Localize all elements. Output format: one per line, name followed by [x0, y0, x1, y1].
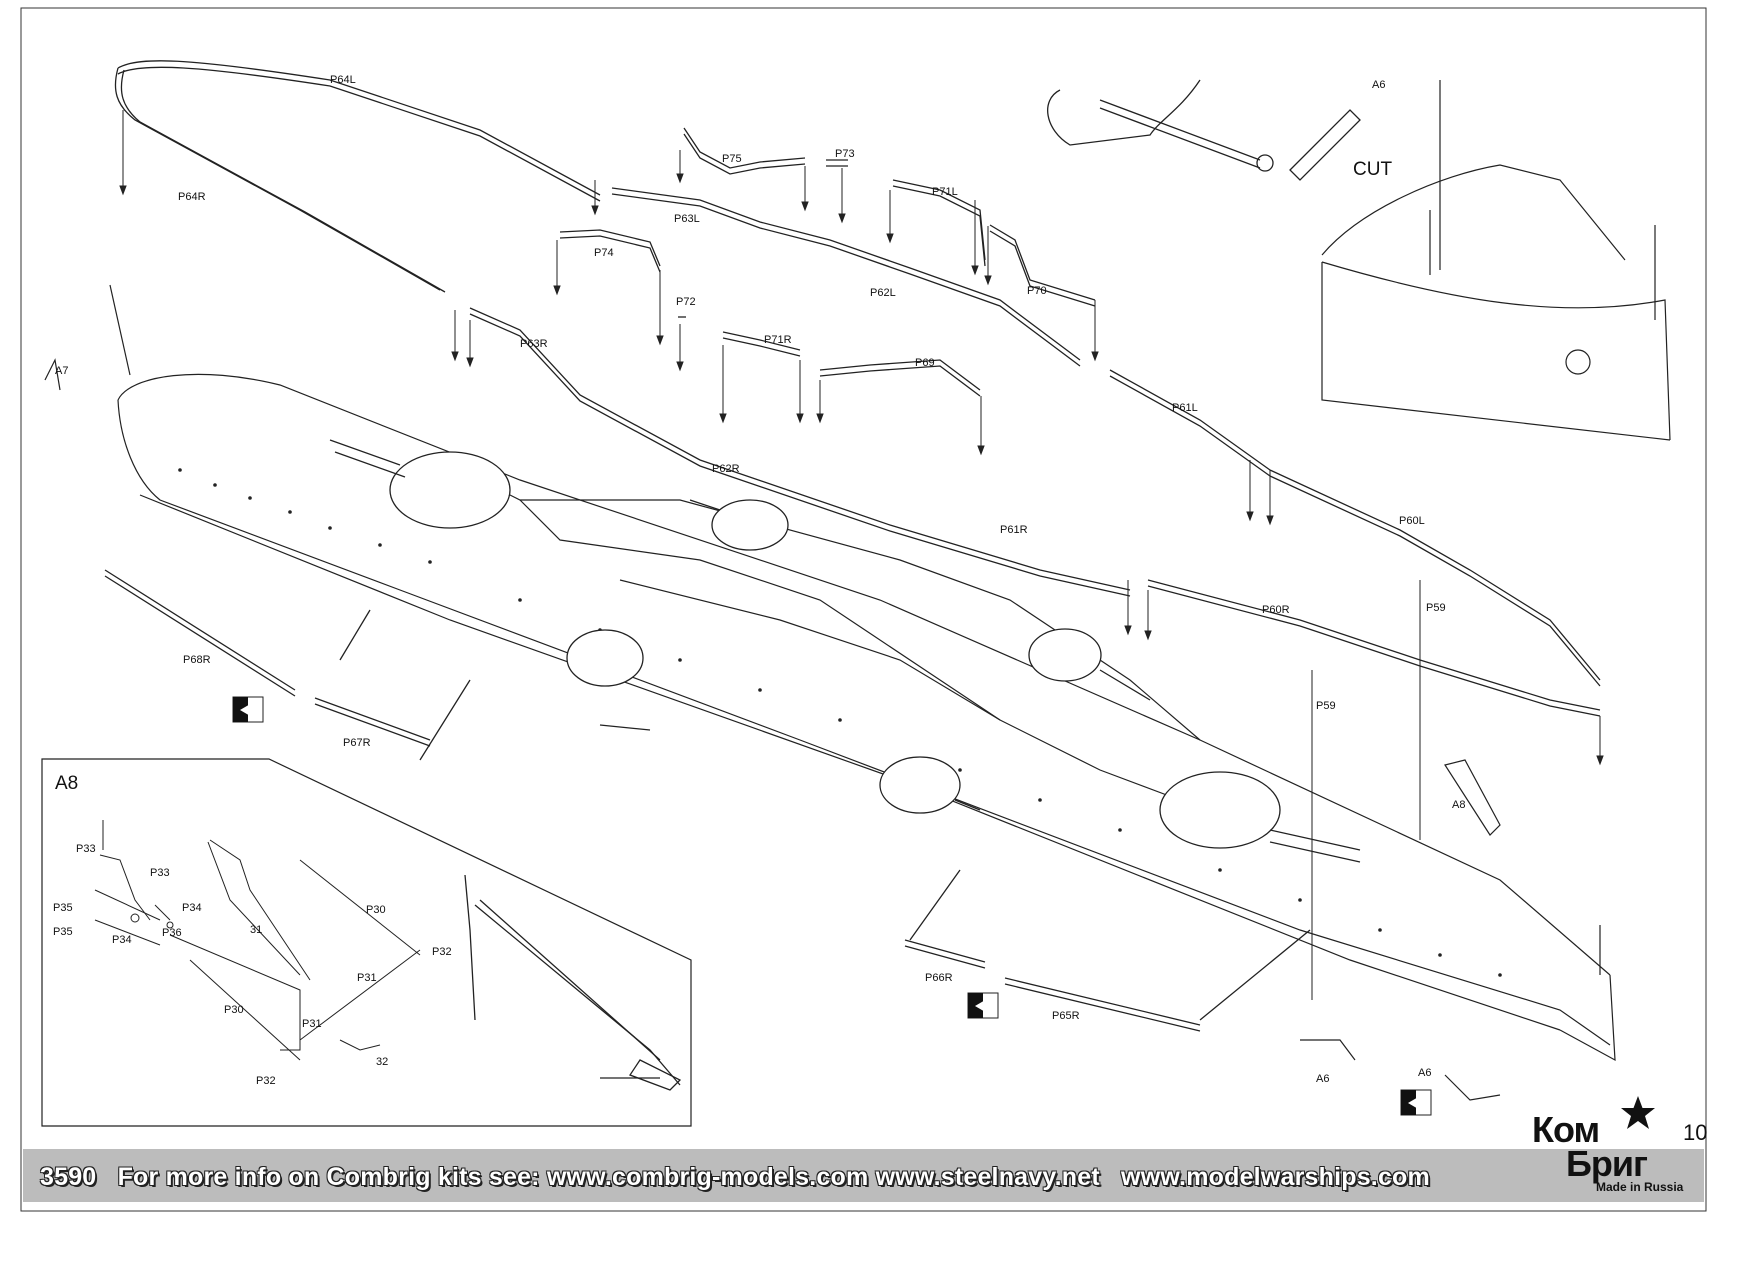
railing-p64 [114, 60, 601, 293]
kombrig-logo: Ком Бриг Made in Russia [1528, 1095, 1683, 1200]
part-labels: P64L P64R P75 P73 P63L P71L P74 P62L P70… [55, 74, 1465, 1085]
logo-made-in: Made in Russia [1596, 1180, 1684, 1194]
label-p71r: P71R [764, 334, 792, 346]
direction-indicator-mid [967, 992, 999, 1019]
inset-a8: A8 P33 P33 P35 P35 [41, 758, 692, 1127]
inset-label-p32a: P32 [432, 946, 452, 958]
inset-label-p35b: P35 [53, 926, 73, 938]
direction-indicator-left [232, 696, 264, 723]
inset-label-p35a: P35 [53, 902, 73, 914]
label-p63l: P63L [674, 213, 700, 225]
railing-pieces-lower [104, 569, 1311, 1032]
star-icon [1621, 1096, 1655, 1129]
inset-label-31: 31 [250, 924, 262, 936]
battleship-hull [109, 284, 1616, 1062]
inset-label-p36: P36 [162, 927, 182, 939]
label-p60r: P60R [1262, 604, 1290, 616]
label-p64r: P64R [178, 191, 206, 203]
inset-label-32: 32 [376, 1056, 388, 1068]
label-p66r: P66R [925, 972, 953, 984]
page-frame [20, 7, 1707, 1212]
direction-indicators [232, 696, 1432, 1116]
footer-info: For more info on Combrig kits see: www.c… [117, 1163, 1100, 1191]
footer-band [23, 1149, 1704, 1202]
anchor-parts-bottom [44, 358, 1501, 1101]
label-p63r: P63R [520, 338, 548, 350]
portholes [178, 468, 1502, 977]
label-p73: P73 [835, 148, 855, 160]
kit-number: 3590 [40, 1163, 97, 1191]
anchor-detail [1047, 79, 1361, 181]
label-p74: P74 [594, 247, 614, 259]
label-p71l: P71L [932, 186, 958, 198]
logo-line2: Бриг [1566, 1143, 1648, 1184]
railing-pieces-upper [469, 127, 1601, 717]
label-p59-lower: P59 [1316, 700, 1336, 712]
inset-label-p30b: P30 [224, 1004, 244, 1016]
label-p68r: P68R [183, 654, 211, 666]
inset-label-p31b: P31 [302, 1018, 322, 1030]
page-number: 10 [1683, 1120, 1708, 1145]
label-p59-upper: P59 [1426, 602, 1446, 614]
inset-crane [464, 874, 682, 1091]
label-a6-right: A6 [1418, 1067, 1431, 1079]
inset-label-p33a: P33 [76, 843, 96, 855]
footer-text: 3590 For more info on Combrig kits see: … [40, 1163, 1444, 1192]
label-p61l: P61L [1172, 402, 1198, 414]
label-p64l: P64L [330, 74, 356, 86]
inset-label-p34b: P34 [112, 934, 132, 946]
label-p72: P72 [676, 296, 696, 308]
label-p70: P70 [1027, 285, 1047, 297]
label-p69: P69 [915, 357, 935, 369]
label-a8: A8 [1452, 799, 1465, 811]
gun-turrets [329, 439, 1361, 863]
label-a6-mid: A6 [1316, 1073, 1329, 1085]
inset-label-p32b: P32 [256, 1075, 276, 1087]
bow-detail-view [1321, 80, 1671, 441]
inset-label-p34a: P34 [182, 902, 202, 914]
footer-second-site: www.modelwarships.com [1121, 1163, 1430, 1191]
label-p65r: P65R [1052, 1010, 1080, 1022]
inset-mast-parts [94, 820, 421, 1061]
label-a6-top: A6 [1372, 79, 1385, 91]
inset-label-p31a: P31 [357, 972, 377, 984]
logo-line1: Ком [1532, 1109, 1600, 1150]
label-p62r: P62R [712, 463, 740, 475]
label-cut: CUT [1353, 159, 1392, 180]
label-p67r: P67R [343, 737, 371, 749]
direction-indicator-right [1400, 1089, 1432, 1116]
label-p61r: P61R [1000, 524, 1028, 536]
inset-label-p33b: P33 [150, 867, 170, 879]
label-p75: P75 [722, 153, 742, 165]
label-a7: A7 [55, 365, 68, 377]
label-p62l: P62L [870, 287, 896, 299]
inset-title: A8 [55, 773, 78, 794]
label-p60l: P60L [1399, 515, 1425, 527]
inset-label-p30a: P30 [366, 904, 386, 916]
